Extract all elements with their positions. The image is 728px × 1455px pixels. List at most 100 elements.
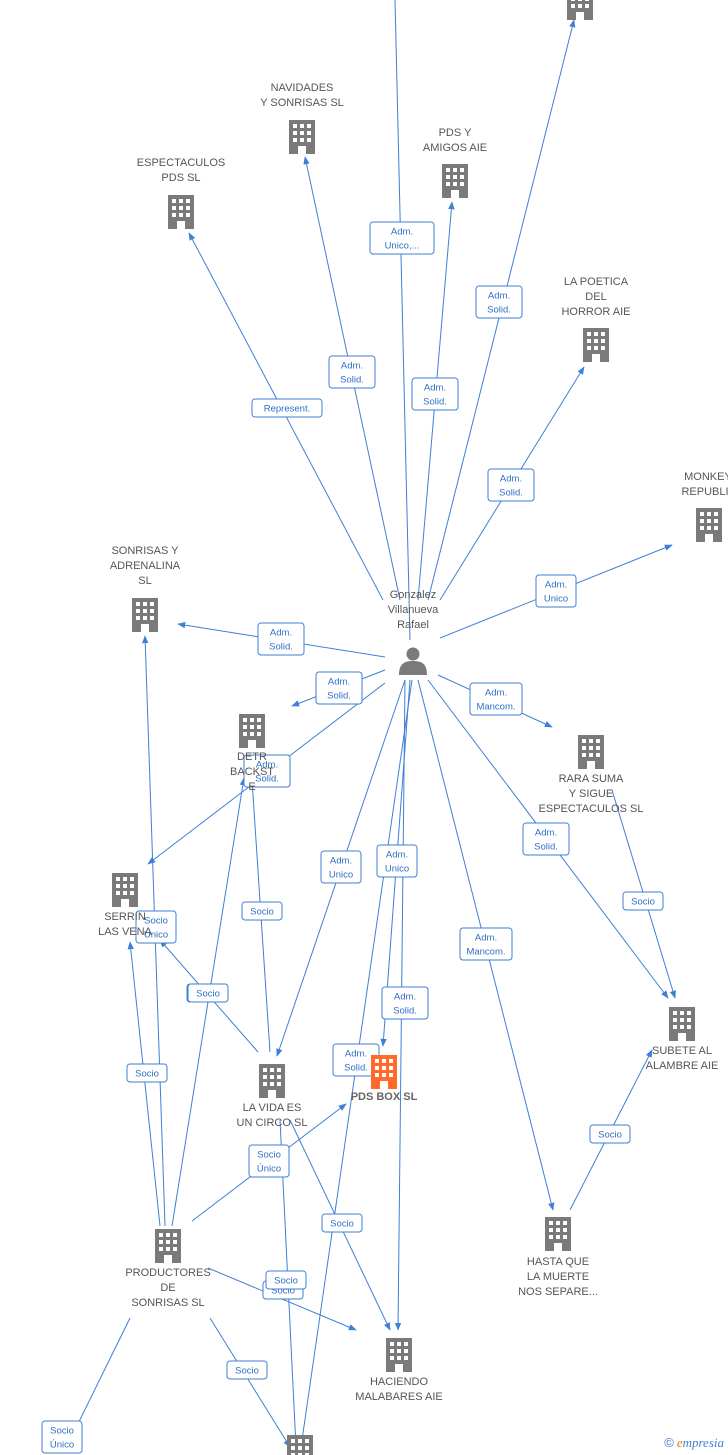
node-label: PDS SL: [161, 172, 200, 184]
node-monkey[interactable]: MONKEY' REPUBLIC: [681, 471, 728, 542]
edge-label-box: [320, 850, 362, 884]
edge-label-person-serrin[interactable]: Adm.Solid.: [243, 754, 291, 788]
person-icon: [399, 647, 427, 675]
node-label: ESPECTACULOS SL: [539, 803, 644, 815]
edge-label-box: [241, 901, 283, 921]
edge-label-text: Único: [50, 1440, 74, 1451]
edge-label-box: [622, 891, 664, 911]
edge-label-text: Solid.: [487, 305, 511, 316]
edge-label-person-haciendo[interactable]: Adm. Solid.: [381, 986, 429, 1020]
edge-label-text: Adm.: [535, 828, 557, 839]
edge-label-box: [459, 927, 513, 961]
edge-label-text: Adm.: [424, 383, 446, 394]
edge-label-person-monkey[interactable]: Adm.Unico: [535, 574, 577, 608]
edge-label-person-detras[interactable]: Adm.Solid.: [315, 671, 363, 705]
node-label: HORROR AIE: [561, 306, 630, 318]
edge-person-top: [394, 0, 411, 641]
node-label: UN CIRCO SL: [237, 1117, 308, 1129]
edge-label-box: [315, 671, 363, 705]
edge-label-lavida-bottom[interactable]: Socio: [265, 1270, 307, 1290]
edge-label-text: Adm.: [256, 760, 278, 771]
edge-label-box: [251, 398, 323, 418]
edge-label-text: Mancom.: [476, 702, 515, 713]
edge-label-person-bottom[interactable]: Adm.Solid.: [332, 1043, 380, 1077]
node-label: SONRISAS SL: [131, 1297, 204, 1309]
building-icon: [442, 164, 468, 198]
brand-logo-initial: e: [676, 1435, 683, 1450]
edge-label-person-pdsamigos[interactable]: Adm.Solid.: [411, 377, 459, 411]
node-topright[interactable]: [567, 0, 593, 20]
edge-label-text: Socio: [50, 1426, 74, 1437]
edge-label-productores-serrin[interactable]: Socio: [126, 1063, 168, 1083]
edge-label-text: Adm.: [545, 580, 567, 591]
node-label: BACKST: [230, 766, 274, 778]
edge-label-text: Adm.: [386, 850, 408, 861]
node-bottom[interactable]: [287, 1435, 313, 1455]
edge-label-productores-detras[interactable]: Socio: [187, 983, 229, 1003]
edge-label-person-espectaculos[interactable]: Represent.: [251, 398, 323, 418]
edge-productores-offbottom: [69, 1317, 131, 1441]
node-label: LA MUERTE: [527, 1271, 589, 1283]
node-label: Villanueva: [388, 604, 439, 616]
edge-label-box: [328, 355, 376, 389]
edge-label-person-lavida[interactable]: Adm.Unico: [320, 850, 362, 884]
node-pdsbox[interactable]: PDS BOX SL: [351, 1055, 418, 1103]
footer-brand[interactable]: ©empresia: [664, 1435, 724, 1451]
building-icon: [259, 1064, 285, 1098]
edge-label-productores-bottom[interactable]: Socio: [226, 1360, 268, 1380]
edge-label-person-top[interactable]: Adm.Unico,...: [369, 221, 435, 255]
edge-label-person-topright[interactable]: Adm.Solid.: [475, 285, 523, 319]
edge-label-person-pdsbox[interactable]: Adm.Unico: [376, 844, 418, 878]
edge-label-text: Único: [144, 930, 168, 941]
edge-label-person-sonrisas[interactable]: Adm.Solid.: [257, 622, 305, 656]
node-label: REPUBLIC: [681, 486, 728, 498]
highlight-building-icon: [371, 1055, 397, 1089]
node-label: HACIENDO: [370, 1376, 429, 1388]
building-icon: [112, 873, 138, 907]
node-label: E: [248, 781, 255, 793]
edge-label-box: [41, 1420, 83, 1454]
node-label: DEL: [585, 291, 606, 303]
edge-label-person-hastaque[interactable]: Adm. Mancom.: [459, 927, 513, 961]
edge-label-text: Único: [257, 1164, 281, 1175]
edge-label-person-navidades[interactable]: Adm.Solid.: [328, 355, 376, 389]
edge-label-lavida-detras[interactable]: Socio: [241, 901, 283, 921]
edge-label-text: Adm.: [328, 677, 350, 688]
building-icon: [696, 508, 722, 542]
edge-label-text: Adm.: [475, 933, 497, 944]
edge-label-lavida-haciendo[interactable]: Socio: [321, 1213, 363, 1233]
node-label: AMIGOS AIE: [423, 142, 487, 154]
edge-label-person-poetica[interactable]: Adm.Solid.: [487, 468, 535, 502]
edge-label-rarasuma-subete[interactable]: Socio: [622, 891, 664, 911]
building-icon: [287, 1435, 313, 1455]
edge-label-text: Adm.: [394, 992, 416, 1003]
edge-label-text: Solid.: [393, 1006, 417, 1017]
brand-logo-text: mpresia: [682, 1435, 724, 1450]
edge-label-person-rarasuma[interactable]: Adm.Mancom.: [469, 682, 523, 716]
edge-label-person-subete[interactable]: Adm.Solid.: [522, 822, 570, 856]
edge-label-text: Socio: [135, 1069, 159, 1080]
node-label: MONKEY': [684, 471, 728, 483]
edge-label-box: [257, 622, 305, 656]
edge-label-text: Mancom.: [466, 947, 505, 958]
node-label: PRODUCTORES: [125, 1267, 210, 1279]
edge-label-hastaque-subete[interactable]: Socio: [589, 1124, 631, 1144]
